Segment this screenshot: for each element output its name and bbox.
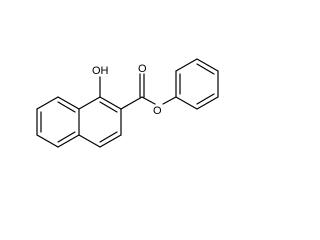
- hydroxyl-label: OH: [92, 65, 109, 77]
- bond: [99, 96, 122, 110]
- double-bond-inner: [57, 101, 76, 113]
- bond: [99, 134, 122, 148]
- naphthalene-left-ring: [36, 96, 80, 148]
- bond: [36, 134, 59, 148]
- bond: [36, 96, 59, 110]
- chemical-structure-diagram: OH O O: [36, 58, 219, 148]
- carbonyl-carbon-bond: [120, 96, 143, 110]
- double-bond-inner: [57, 131, 76, 143]
- double-bond-inner: [196, 93, 215, 105]
- ester-oxygen-label: O: [153, 105, 162, 117]
- bond: [57, 134, 80, 148]
- carbonyl-oxygen-label: O: [138, 63, 147, 75]
- double-bond-inner: [99, 101, 118, 113]
- bond: [78, 134, 101, 148]
- ester-oxygen-bond-left: [141, 96, 156, 105]
- bond: [196, 96, 219, 110]
- bond: [78, 96, 101, 110]
- bond: [196, 58, 219, 72]
- bond: [175, 96, 198, 110]
- ester-oxygen-bond-right: [162, 96, 177, 105]
- bond: [57, 96, 80, 110]
- phenyl-ring: [175, 58, 219, 110]
- naphthalene-right-ring: [78, 96, 122, 148]
- double-bond-inner: [99, 131, 118, 143]
- double-bond-inner: [196, 63, 215, 75]
- bond: [175, 58, 198, 72]
